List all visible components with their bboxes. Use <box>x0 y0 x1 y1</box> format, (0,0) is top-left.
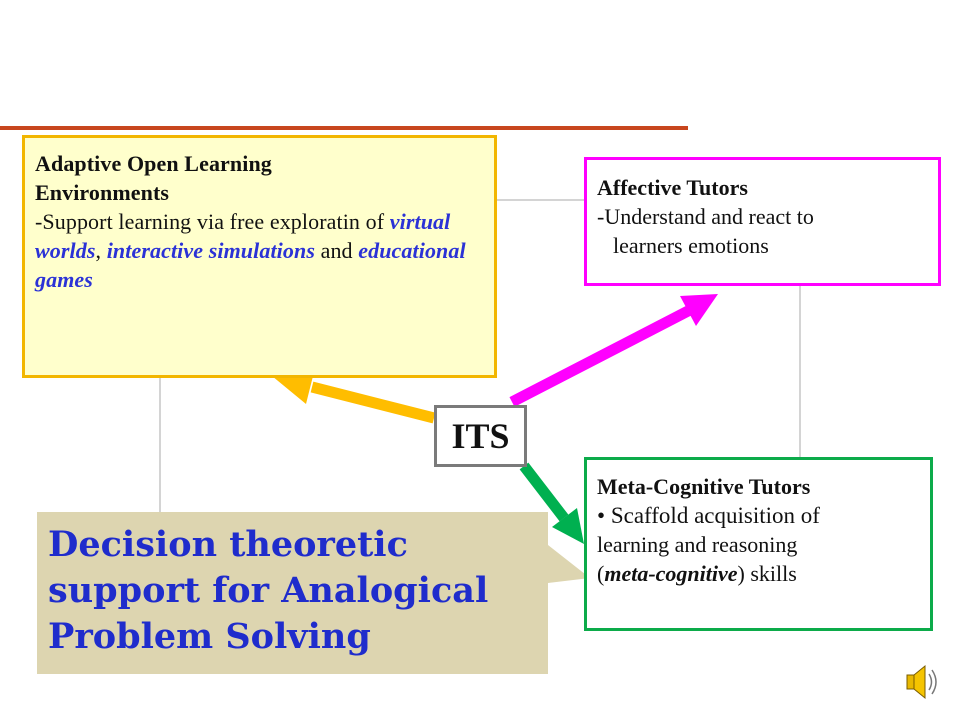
speaker-icon[interactable] <box>906 664 937 700</box>
adaptive-sep2: and <box>314 238 359 263</box>
affective-line1: -Understand and react to <box>597 204 814 229</box>
meta-line2: learning and reasoning <box>597 532 798 557</box>
arrow-to-affective <box>509 305 693 407</box>
adaptive-sep1: , <box>95 238 107 263</box>
callout-text: Decision theoretic support for Analogica… <box>48 524 489 657</box>
title-underline <box>0 126 688 130</box>
adaptive-term-games: educational games <box>35 238 466 292</box>
adaptive-title-line2: Environments <box>35 180 170 205</box>
affective-tutors-box: Affective Tutors -Understand and react t… <box>584 157 941 286</box>
adaptive-term-simulations: interactive simulations <box>106 238 315 263</box>
callout-shape <box>37 512 590 674</box>
arrow-to-metacognitive <box>519 462 569 522</box>
adaptive-term-virtual-worlds: virtual worlds <box>35 209 451 263</box>
meta-term: meta-cognitive <box>604 561 738 586</box>
meta-paren-open: ( <box>597 561 605 586</box>
arrow-to-metacognitive-head <box>552 508 584 544</box>
affective-line2: learners emotions <box>613 233 769 258</box>
metacognitive-tutors-box: Meta-Cognitive Tutors • Scaffold acquisi… <box>584 457 933 631</box>
meta-line3-rest: ) skills <box>737 561 797 586</box>
meta-line1: • Scaffold acquisition of <box>597 501 920 530</box>
meta-line1-text: Scaffold acquisition of <box>605 503 820 528</box>
adaptive-description: -Support learning via free exploratin of… <box>35 207 484 294</box>
its-node: ITS <box>434 405 527 467</box>
arrow-to-adaptive-head <box>272 372 314 404</box>
bullet-icon: • <box>597 503 606 528</box>
meta-line3: (meta-cognitive) skills <box>597 559 920 588</box>
adaptive-title-line1: Adaptive Open Learning <box>35 151 272 176</box>
adaptive-body-intro: -Support learning via free exploratin of <box>35 209 390 234</box>
arrow-to-adaptive <box>310 381 436 424</box>
affective-title: Affective Tutors <box>597 175 748 200</box>
meta-title: Meta-Cognitive Tutors <box>597 474 811 499</box>
arrow-to-affective-head <box>680 294 718 326</box>
adaptive-learning-box: Adaptive Open Learning Environments -Sup… <box>22 135 497 378</box>
